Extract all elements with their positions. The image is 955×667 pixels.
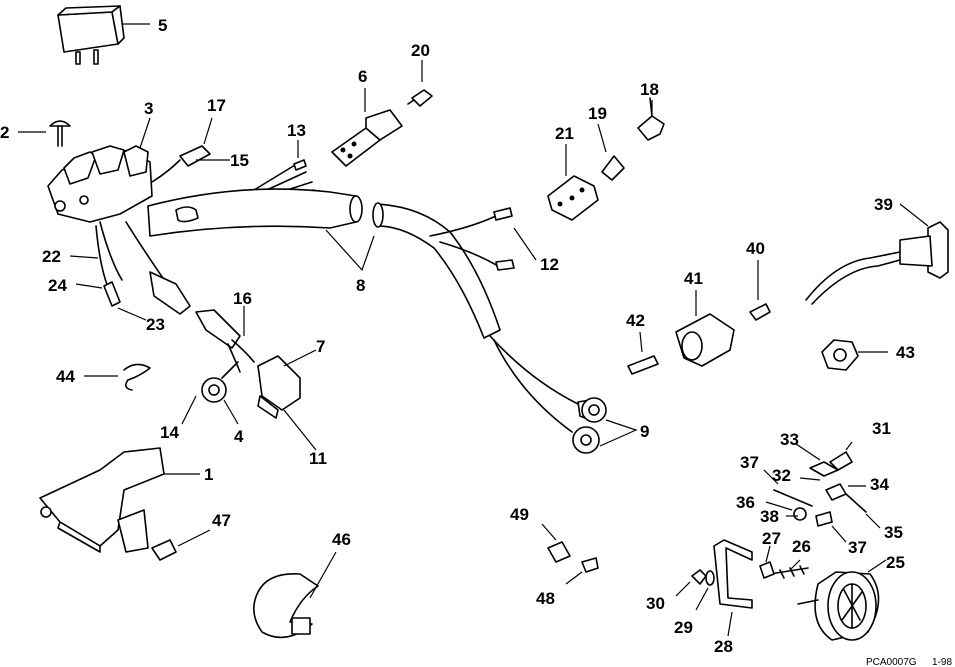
screw-part-47 (151, 529, 211, 561)
relay-part (57, 5, 150, 65)
callout-8: 8 (356, 276, 365, 295)
callout-44: 44 (56, 367, 75, 386)
bracket-part-28 (713, 539, 753, 637)
callout-32: 32 (772, 466, 791, 485)
wire-branch-part-12 (429, 207, 537, 271)
callout-31: 31 (872, 419, 891, 438)
callout-42: 42 (626, 311, 645, 330)
terminal-block-part-3 (47, 117, 153, 223)
callout-39: 39 (874, 195, 893, 214)
callout-49: 49 (510, 505, 529, 524)
callout-37b: 37 (848, 538, 867, 557)
switch-part-39 (805, 203, 949, 305)
terminal-part-18 (637, 97, 665, 141)
callout-41: 41 (684, 269, 703, 288)
gauge-part-25 (797, 559, 887, 641)
callout-13: 13 (287, 121, 306, 140)
wire-part-17 (151, 117, 230, 183)
bracket-part-1 (39, 447, 200, 553)
callout-16: 16 (233, 289, 252, 308)
plug-part-20 (407, 60, 433, 107)
callout-47: 47 (212, 511, 231, 530)
callout-30: 30 (646, 594, 665, 613)
callout-21: 21 (555, 124, 574, 143)
plug-part-42 (627, 331, 659, 375)
callout-24: 24 (48, 276, 67, 295)
callout-34: 34 (870, 475, 889, 494)
connector-part-21 (547, 144, 599, 221)
callout-18: 18 (640, 80, 659, 99)
callout-1: 1 (204, 465, 213, 484)
figure-code: PCA0007G (866, 657, 917, 667)
callout-4: 4 (234, 427, 244, 446)
callout-36: 36 (736, 493, 755, 512)
callout-2: 2 (0, 123, 9, 142)
nut-part-27 (759, 545, 775, 579)
screw-part-2 (18, 120, 71, 147)
callout-48: 48 (536, 589, 555, 608)
strap-part-46 (253, 551, 337, 639)
callout-labels: 5 20 6 18 19 21 3 17 2 13 15 39 40 22 12… (0, 16, 915, 656)
callout-38: 38 (760, 507, 779, 526)
callout-28: 28 (714, 637, 733, 656)
washer-part-29 (695, 570, 715, 611)
connector-part-6 (331, 88, 403, 167)
callout-37a: 37 (740, 453, 759, 472)
callout-43: 43 (896, 343, 915, 362)
callout-20: 20 (411, 41, 430, 60)
callout-3: 3 (144, 99, 153, 118)
callout-11: 11 (309, 449, 327, 468)
callout-40: 40 (746, 239, 765, 258)
connector-part-41 (675, 290, 735, 367)
clip-part-44 (84, 363, 151, 391)
callout-6: 6 (358, 67, 367, 86)
callout-23: 23 (146, 315, 165, 334)
callout-7: 7 (316, 337, 325, 356)
callout-9: 9 (640, 422, 649, 441)
grommet-part-14-4 (181, 361, 239, 425)
callout-19: 19 (588, 104, 607, 123)
screw-part-48 (565, 557, 599, 585)
callout-46: 46 (332, 530, 351, 549)
nut-part-43 (821, 339, 888, 371)
harness-branch-part-16 (125, 221, 255, 373)
nut-part-30 (675, 569, 707, 597)
gauge-hardware-parts-31-38 (763, 441, 881, 543)
relay-module-part-7 (257, 349, 317, 451)
callout-35: 35 (884, 523, 903, 542)
harness-part-8 (147, 188, 501, 339)
wire-part-22-24-23 (69, 221, 147, 321)
clip-part-49 (541, 523, 571, 563)
screw-part-26 (769, 559, 809, 579)
callout-5: 5 (158, 16, 167, 35)
callout-33: 33 (780, 430, 799, 449)
figure-date: 1-98 (932, 657, 952, 667)
callout-25: 25 (886, 553, 905, 572)
callout-12: 12 (540, 255, 559, 274)
callout-15: 15 (230, 151, 249, 170)
ring-terminals-part-9 (489, 335, 638, 454)
callout-29: 29 (674, 618, 693, 637)
terminal-part-19 (597, 123, 625, 181)
callout-27: 27 (762, 529, 781, 548)
callout-26: 26 (792, 537, 811, 556)
plug-part-40 (749, 260, 771, 321)
callout-17: 17 (207, 96, 226, 115)
callout-22: 22 (42, 247, 61, 266)
callout-14: 14 (160, 423, 179, 442)
